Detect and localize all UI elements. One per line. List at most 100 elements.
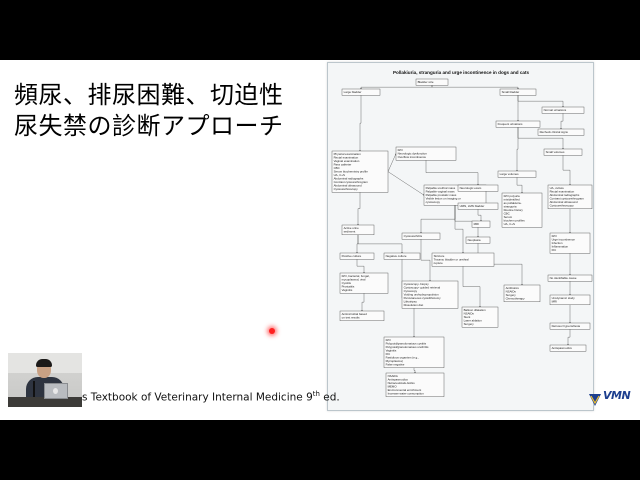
flow-node-text: Surgery: [464, 322, 475, 326]
flow-node-text: CBC: [504, 212, 510, 216]
flow-edge: [356, 259, 365, 274]
flow-node-text: Fastidious organism (e.g.,: [386, 356, 419, 360]
flow-node-text: UA, culture: [550, 186, 565, 190]
flow-node-normal-urinations: Normal urinations: [541, 106, 585, 114]
flow-node-text: biochem profiles: [504, 219, 526, 223]
flow-node-text: Neurologic exam: [460, 186, 482, 190]
flow-node-text: UMN, LMN bladder: [460, 204, 485, 208]
flow-node-text: Cytoscopy: [404, 289, 418, 293]
flow-node-text: misidentified: [504, 198, 520, 202]
flow-node-text: Rectal examination: [550, 190, 575, 194]
flow-node-text: Stent: [464, 315, 471, 319]
flow-node-text: Cystourethroscopy: [334, 187, 359, 191]
flow-node-text: No identifiable cause: [550, 276, 577, 280]
flow-node-text: cystoscopy: [426, 200, 441, 204]
flow-edge: [361, 293, 365, 312]
flow-node-large-bladder: Large bladder: [341, 88, 381, 96]
flow-node-text: Small bladder: [502, 90, 520, 94]
flow-edge: [360, 85, 433, 90]
flow-node-text: NSAIDs: [506, 290, 517, 294]
flowchart-figure: Pollakiuria, stranguria and urge inconti…: [327, 62, 594, 411]
flow-node-text: Cystourethroscopy: [550, 204, 575, 208]
flow-node-text: Bladder size: [418, 80, 434, 84]
flow-node-text: Abdominal radiographs: [550, 193, 580, 197]
flow-node-text: Cystoscopy- biopsy: [404, 282, 430, 286]
flow-edge: [517, 95, 564, 108]
flow-node-text: Negative culture: [386, 254, 407, 258]
flow-node-text: Vaginal examination: [334, 159, 360, 163]
flow-node-text: Routine history: [504, 208, 524, 212]
laser-pointer-dot: [269, 328, 275, 334]
flow-edge: [425, 160, 479, 186]
flow-node-text: stranguria: [504, 205, 517, 209]
flow-node-small-volumes: Small volumes: [543, 148, 583, 156]
flow-node-text: Large bladder: [344, 90, 362, 94]
flow-node-text: as pollakiuria-: [504, 201, 522, 205]
flow-node-text: Voiding urohydropropulsion: [404, 293, 439, 297]
flow-node-detrusor: Detrusor hyperreflexia: [549, 322, 591, 330]
flow-node-text: Palpable urethral mass: [426, 186, 456, 190]
flow-edge: [516, 127, 519, 172]
flow-edge: [431, 85, 519, 90]
flow-edge: [454, 205, 464, 254]
flow-edge: [516, 177, 523, 194]
flow-node-positive-culture: Positive culture: [339, 252, 375, 260]
flow-node-text: Large volumes: [500, 172, 520, 176]
flow-node-text: Antibiotics: [506, 286, 520, 290]
flow-node-text: MRI: [474, 222, 479, 226]
flow-node-antispasmodics: Antispasmodics: [549, 344, 587, 352]
microphone-icon: [33, 381, 35, 399]
flow-node-frequent-urinations: Frequent urinations: [495, 120, 541, 128]
flow-node-text: Neurologic dysfunction: [398, 152, 428, 156]
flow-node-bladder-size: Bladder size: [415, 78, 449, 86]
flow-node-text: Percutaneous cystolithotomy: [404, 296, 442, 300]
flow-node-text: NSAIDs: [388, 374, 399, 378]
presenter-webcam: [8, 353, 82, 407]
flow-node-text: Mycoplasma): [386, 359, 403, 363]
flow-node-text: Infection: [552, 241, 563, 245]
slide-title-line-2: 尿失禁の診断アプローチ: [14, 112, 284, 140]
flow-edge: [357, 192, 361, 226]
flow-node-text: UA, C+S: [334, 173, 345, 177]
flow-node-umn-lmn: UMN, LMN bladder: [457, 202, 499, 210]
flow-node-text: Detrusor hyperreflexia: [552, 324, 581, 328]
flow-edge: [357, 234, 403, 254]
flow-edge: [413, 367, 416, 374]
caption-text: s Textbook of Veterinary Internal Medici…: [82, 391, 313, 404]
flow-node-text: Neoplasia: [468, 238, 481, 242]
flow-node-text: Increase water consumption: [388, 392, 425, 396]
vmn-logo-icon: [589, 394, 601, 406]
flow-node-text: Physical examination: [334, 152, 362, 156]
flow-node-small-bladder: Small bladder: [499, 88, 537, 96]
flow-node-text: rupture: [434, 261, 444, 265]
flow-node-cystourethritis: Cystourethritis: [401, 232, 441, 240]
flow-node-text: Environmental enrichment: [388, 388, 422, 392]
flow-node-text: Cystourethritis: [404, 234, 423, 238]
slide-caption: s Textbook of Veterinary Internal Medici…: [82, 390, 340, 404]
flow-node-text: Contrast cystourethrogram: [550, 197, 585, 201]
flow-node-text: R/O: [398, 148, 404, 152]
flow-node-text: FIC: [386, 352, 391, 356]
flow-node-text: on test results: [342, 316, 361, 320]
flow-node-text: Laser ablation: [464, 319, 483, 323]
flow-node-text: Balloon dilatation: [464, 308, 486, 312]
flow-node-text: Antispasmodics: [388, 378, 409, 382]
flow-node-text: CBC: [334, 166, 340, 170]
flow-node-text: Rectal examination: [334, 156, 359, 160]
flow-node-text: Vaginitis: [386, 349, 397, 353]
vmn-logo-text: VMN: [603, 389, 631, 402]
flowchart-edges: [356, 85, 571, 374]
flow-node-text: Trauma: bladder or urethral: [434, 258, 469, 262]
flow-node-text: FIC: [552, 248, 557, 252]
flow-node-neoplasia: Neoplasia: [465, 236, 491, 244]
flow-node-text: Overflow incontinence: [398, 155, 427, 159]
flow-node-text: Abdominal ultrasound: [550, 200, 578, 204]
